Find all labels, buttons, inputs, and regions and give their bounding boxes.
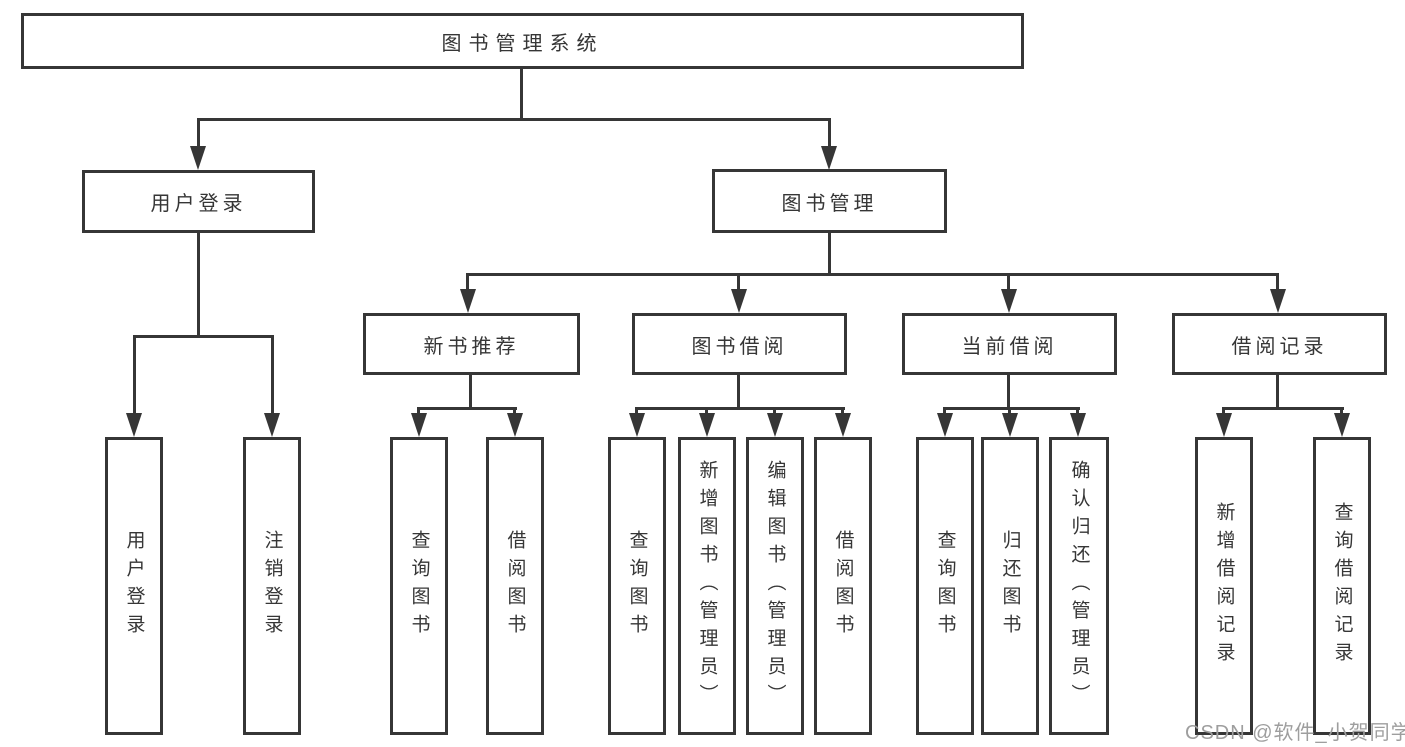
node-label: 归还图书	[999, 530, 1021, 642]
leaf-borrow-books: 借阅图书	[814, 437, 872, 735]
node-borrowing-records: 借阅记录	[1172, 313, 1387, 375]
csdn-watermark: CSDN @软件_小贺同学	[1185, 722, 1405, 744]
arrow-down-icon	[699, 413, 715, 437]
line-segment	[417, 407, 517, 410]
node-user-login: 用户登录	[82, 170, 315, 233]
line-segment	[1276, 375, 1279, 408]
line-segment	[828, 233, 831, 274]
line-segment	[513, 407, 516, 416]
node-current-borrowing: 当前借阅	[902, 313, 1117, 375]
line-segment	[635, 407, 638, 416]
node-label: 查询图书	[408, 530, 430, 642]
node-label: 新增借阅记录	[1213, 502, 1235, 670]
node-label: 借阅记录	[1231, 335, 1328, 358]
node-label: 图书借阅	[691, 335, 788, 358]
arrow-down-icon	[937, 413, 953, 437]
arrow-down-icon	[507, 413, 523, 437]
line-segment	[133, 335, 136, 415]
line-segment	[943, 407, 946, 416]
node-label: 借阅图书	[832, 530, 854, 642]
line-segment	[133, 335, 274, 338]
line-segment	[705, 407, 708, 416]
arrow-down-icon	[460, 289, 476, 313]
line-segment	[271, 335, 274, 415]
node-new-book-recommendation: 新书推荐	[363, 313, 580, 375]
leaf-add-borrow-record: 新增借阅记录	[1195, 437, 1253, 735]
arrow-down-icon	[126, 413, 142, 437]
arrow-down-icon	[1070, 413, 1086, 437]
line-segment	[943, 407, 1080, 410]
line-segment	[1276, 273, 1279, 291]
node-label: 当前借阅	[961, 335, 1058, 358]
line-segment	[1007, 375, 1010, 408]
leaf-return-book: 归还图书	[981, 437, 1039, 735]
node-label: 用户登录	[150, 193, 247, 215]
node-label: 新书推荐	[423, 335, 520, 358]
arrow-down-icon	[767, 413, 783, 437]
line-segment	[737, 375, 740, 408]
line-segment	[1076, 407, 1079, 416]
arrow-down-icon	[1002, 413, 1018, 437]
line-segment	[773, 407, 776, 416]
node-label: 确认归还（管理员）	[1068, 460, 1090, 712]
line-segment	[417, 407, 420, 416]
node-label: 编辑图书（管理员）	[764, 460, 786, 712]
arrow-down-icon	[1334, 413, 1350, 437]
leaf-borrow-books-recommend: 借阅图书	[486, 437, 544, 735]
leaf-query-books-borrowing: 查询图书	[608, 437, 666, 735]
arrow-down-icon	[1216, 413, 1232, 437]
line-segment	[197, 118, 831, 121]
line-segment	[469, 375, 472, 408]
arrow-down-icon	[264, 413, 280, 437]
line-segment	[1340, 407, 1343, 416]
arrow-down-icon	[411, 413, 427, 437]
node-label: 用户登录	[123, 530, 145, 642]
line-segment	[828, 118, 831, 148]
node-label: 查询借阅记录	[1331, 502, 1353, 670]
arrow-down-icon	[1001, 289, 1017, 313]
line-segment	[841, 407, 844, 416]
leaf-confirm-return-admin: 确认归还（管理员）	[1049, 437, 1109, 735]
leaf-query-books-current: 查询图书	[916, 437, 974, 735]
node-book-borrowing: 图书借阅	[632, 313, 847, 375]
leaf-query-borrow-record: 查询借阅记录	[1313, 437, 1371, 735]
line-segment	[1222, 407, 1344, 410]
node-label: 注销登录	[261, 530, 283, 642]
line-segment	[1222, 407, 1225, 416]
node-label: 图书管理	[781, 192, 878, 215]
node-label: 查询图书	[934, 530, 956, 642]
node-label: 图书管理系统	[441, 32, 604, 55]
line-segment	[466, 273, 469, 291]
leaf-edit-book-admin: 编辑图书（管理员）	[746, 437, 804, 735]
arrow-down-icon	[731, 289, 747, 313]
line-segment	[466, 273, 1279, 276]
leaf-user-login: 用户登录	[105, 437, 163, 735]
arrow-down-icon	[1270, 289, 1286, 313]
arrow-down-icon	[835, 413, 851, 437]
node-book-management: 图书管理	[712, 169, 947, 233]
leaf-query-books-recommend: 查询图书	[390, 437, 448, 735]
node-label: 查询图书	[626, 530, 648, 642]
leaf-logout: 注销登录	[243, 437, 301, 735]
arrow-down-icon	[629, 413, 645, 437]
line-segment	[197, 233, 200, 336]
leaf-add-book-admin: 新增图书（管理员）	[678, 437, 736, 735]
node-library-management-system: 图书管理系统	[21, 13, 1024, 69]
line-segment	[635, 407, 845, 410]
line-segment	[737, 273, 740, 291]
line-segment	[1008, 407, 1011, 416]
line-segment	[197, 118, 200, 148]
line-segment	[520, 69, 523, 119]
line-segment	[1007, 273, 1010, 291]
node-label: 新增图书（管理员）	[696, 460, 718, 712]
node-label: 借阅图书	[504, 530, 526, 642]
arrow-down-icon	[821, 146, 837, 170]
arrow-down-icon	[190, 146, 206, 170]
